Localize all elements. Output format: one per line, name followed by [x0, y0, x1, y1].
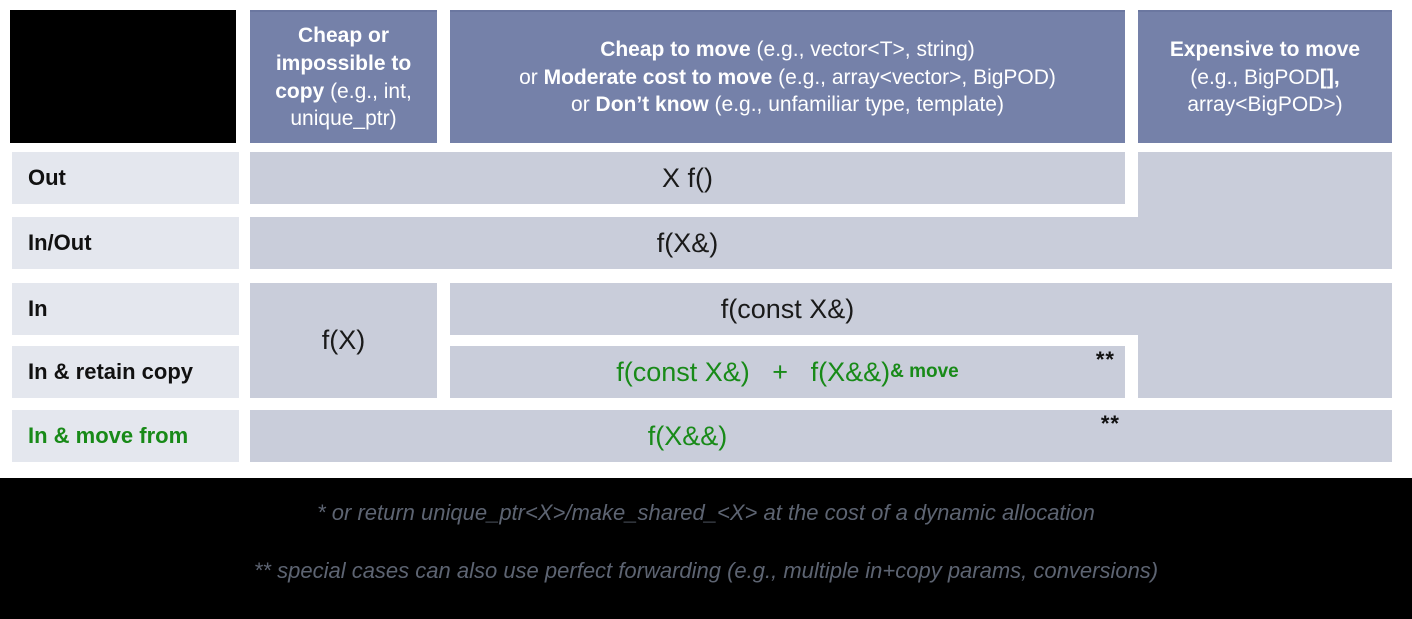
col-header-cheap-or-moderate-move: Cheap to move (e.g., vector<T>, string)o…	[450, 10, 1125, 143]
cell-in-const-text: f(const X&)	[720, 293, 855, 324]
cell-in-retain-copy-overloads: f(const X&) + f(X&&) & move **	[450, 346, 1125, 398]
cell-out-text: X f()	[662, 162, 713, 193]
footnote-perfect-forwarding: ** special cases can also use perfect fo…	[253, 558, 1159, 583]
row-label-out: Out	[12, 152, 239, 204]
double-star-marker-retain: **	[1095, 347, 1115, 372]
row-label-in-out: In/Out	[12, 217, 239, 269]
cell-move-from-text: f(X&&)	[647, 420, 728, 451]
cell-inout-reference: f(X&)	[250, 217, 1392, 269]
footnote-dynamic-allocation: * or return unique_ptr<X>/make_shared_<X…	[317, 500, 1095, 525]
col-header-expensive-to-move: Expensive to move(e.g., BigPOD[],array<B…	[1138, 10, 1392, 143]
row-label-in: In	[12, 283, 239, 335]
cell-out-return-by-value: X f()	[250, 152, 1125, 204]
cell-expensive-in-extension	[1138, 335, 1392, 398]
cell-in-pass-by-value: f(X)	[250, 283, 437, 398]
corner-block	[10, 10, 236, 143]
double-star-marker-move: **	[1100, 411, 1120, 436]
row-label-in-move-from: In & move from	[12, 410, 239, 462]
cell-in-const-reference: f(const X&)	[450, 283, 1392, 335]
row-label-in-retain-copy: In & retain copy	[12, 346, 239, 398]
cell-retain-copy-text: f(const X&) + f(X&&) & move	[616, 356, 959, 387]
cell-inout-text: f(X&)	[656, 227, 719, 258]
footnotes-panel: * or return unique_ptr<X>/make_shared_<X…	[0, 478, 1412, 619]
cell-in-move-from-rvalue-ref: f(X&&) **	[250, 410, 1392, 462]
col-header-cheap-or-impossible-to-copy: Cheap or impossible to copy (e.g., int, …	[250, 10, 437, 143]
cell-in-value-text: f(X)	[321, 325, 366, 355]
